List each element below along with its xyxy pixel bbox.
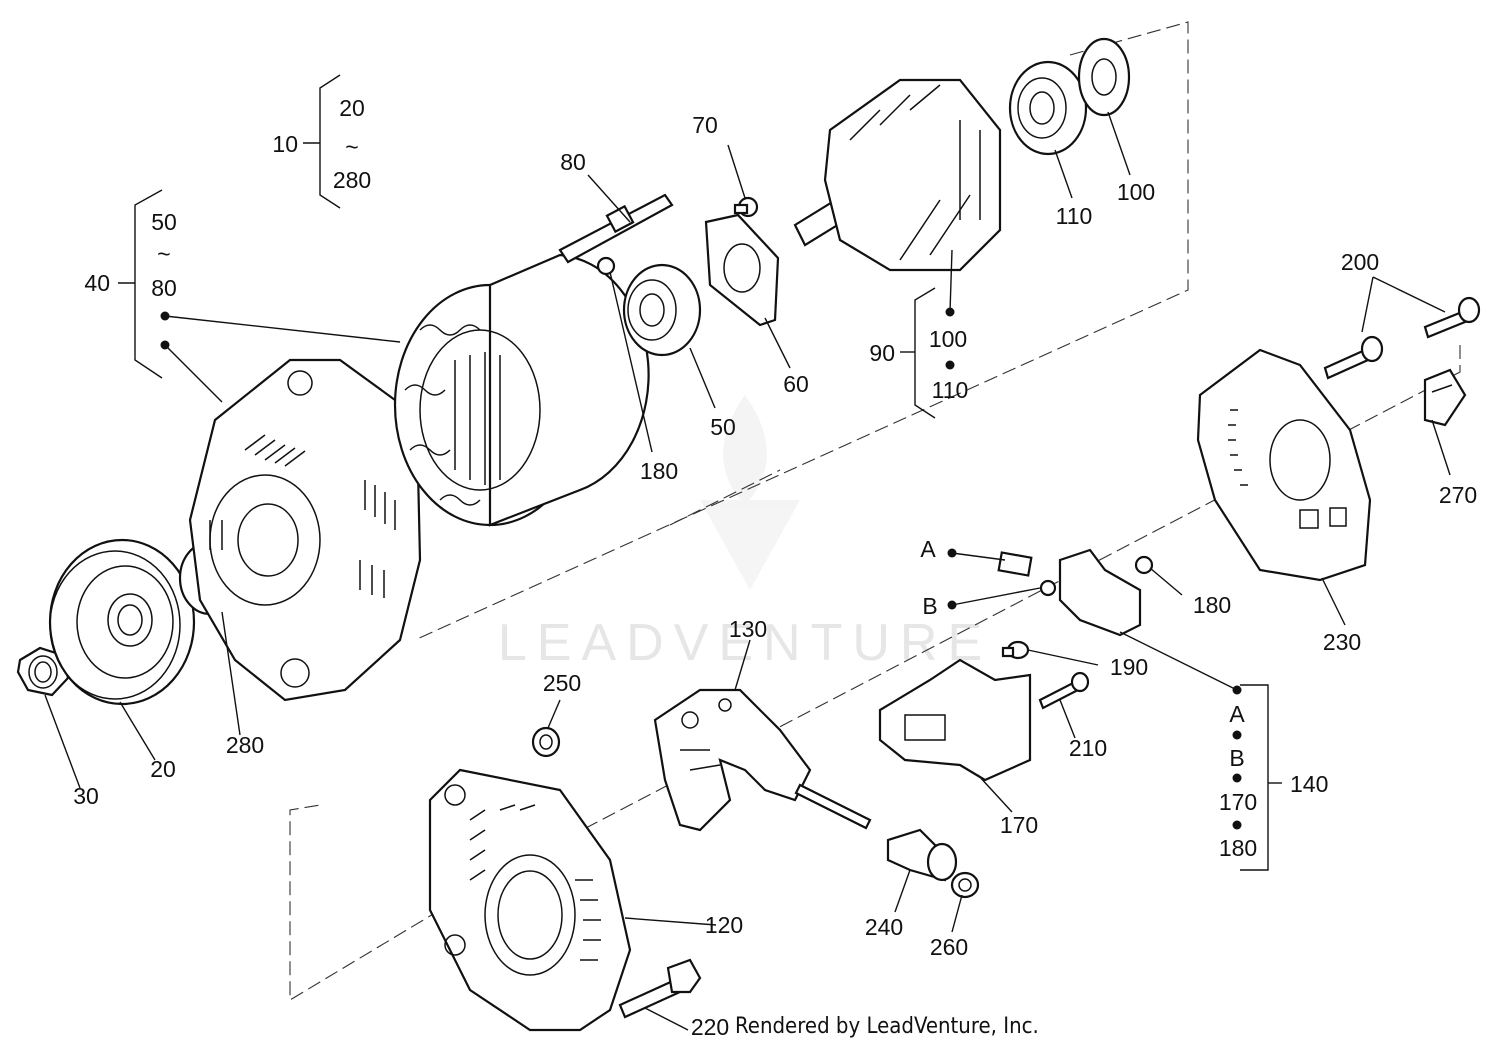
part-bearing-50 <box>622 263 702 357</box>
callout-180-b: 180 <box>1193 592 1231 618</box>
callout-230: 230 <box>1323 629 1361 655</box>
part-stator <box>393 253 650 527</box>
part-screw-190 <box>1001 640 1030 660</box>
callout-20: 20 <box>150 756 176 782</box>
callout-250: 250 <box>543 670 581 696</box>
part-bushing-240 <box>886 828 958 882</box>
part-bolt-220 <box>618 958 702 1019</box>
label-group-40-top: 50 <box>151 209 177 235</box>
label-group-140-item4: 180 <box>1219 835 1257 861</box>
label-group-10: 10 <box>272 131 298 157</box>
part-cover-100 <box>1077 37 1131 117</box>
label-group-90: 90 <box>869 340 895 366</box>
label-group-90-item2: 110 <box>932 377 969 403</box>
label-group-40-bottom: 80 <box>151 275 177 301</box>
label-group-140-item3: 170 <box>1219 789 1257 815</box>
callout-280: 280 <box>226 732 264 758</box>
part-regulator-170 <box>878 658 1032 782</box>
label-group-10-bottom: 280 <box>333 167 371 193</box>
callout-170: 170 <box>1000 812 1038 838</box>
callout-50: 50 <box>710 414 736 440</box>
callout-70: 70 <box>692 112 718 138</box>
callout-B: B <box>922 593 937 619</box>
callout-120: 120 <box>705 912 743 938</box>
group-bracket-10 <box>303 74 341 209</box>
group-bracket-140 <box>1240 684 1282 871</box>
callout-270: 270 <box>1439 482 1477 508</box>
callout-130: 130 <box>729 616 767 642</box>
callout-210: 210 <box>1069 735 1107 761</box>
part-screw-210 <box>1038 671 1090 710</box>
part-screw-180 <box>596 256 616 276</box>
callout-180-a: 180 <box>640 458 678 484</box>
part-brush-holder-140 <box>997 548 1154 637</box>
callout-240: 240 <box>865 914 903 940</box>
group-bracket-40 <box>118 189 163 379</box>
part-nut-250 <box>531 726 561 758</box>
part-pulley-20 <box>48 538 196 706</box>
label-group-40: 40 <box>84 270 110 296</box>
label-group-140-item1: A <box>1229 701 1245 727</box>
label-group-10-mid: ~ <box>345 134 358 160</box>
part-rotor-90 <box>793 78 1002 272</box>
callout-30: 30 <box>73 783 99 809</box>
part-rear-cover-230 <box>1196 348 1372 582</box>
label-group-90-item1: 100 <box>929 326 967 352</box>
leader-lines <box>44 111 1451 1031</box>
watermark-text: LEADVENTURE <box>498 614 992 672</box>
callout-260: 260 <box>930 934 968 960</box>
callout-100: 100 <box>1117 179 1155 205</box>
label-group-40-mid: ~ <box>157 241 170 267</box>
reference-dots <box>160 307 1242 830</box>
part-plate-60 <box>704 213 780 327</box>
label-group-140: 140 <box>1290 771 1328 797</box>
part-nut-260 <box>950 871 980 899</box>
callout-A: A <box>920 536 936 562</box>
part-screw-70 <box>733 196 759 218</box>
callout-110: 110 <box>1056 203 1093 229</box>
part-stud-80 <box>558 193 674 264</box>
part-bolts-200 <box>1323 296 1481 380</box>
callout-190: 190 <box>1110 654 1148 680</box>
watermark-logo <box>700 395 800 590</box>
callout-200: 200 <box>1341 249 1379 275</box>
callout-80: 80 <box>560 149 586 175</box>
part-bearing-110 <box>1008 60 1088 156</box>
label-group-10-top: 20 <box>339 95 365 121</box>
group-bracket-90 <box>900 287 936 419</box>
part-front-housing <box>188 358 422 702</box>
part-rear-housing-120 <box>428 768 632 1032</box>
part-clip-270 <box>1423 368 1467 427</box>
part-nut-30 <box>16 646 70 697</box>
label-group-140-item2: B <box>1229 745 1244 771</box>
callout-60: 60 <box>783 371 809 397</box>
render-credit: Rendered by LeadVenture, Inc. <box>735 1014 1039 1039</box>
part-rectifier-130 <box>653 688 872 832</box>
callout-220: 220 <box>691 1014 729 1040</box>
